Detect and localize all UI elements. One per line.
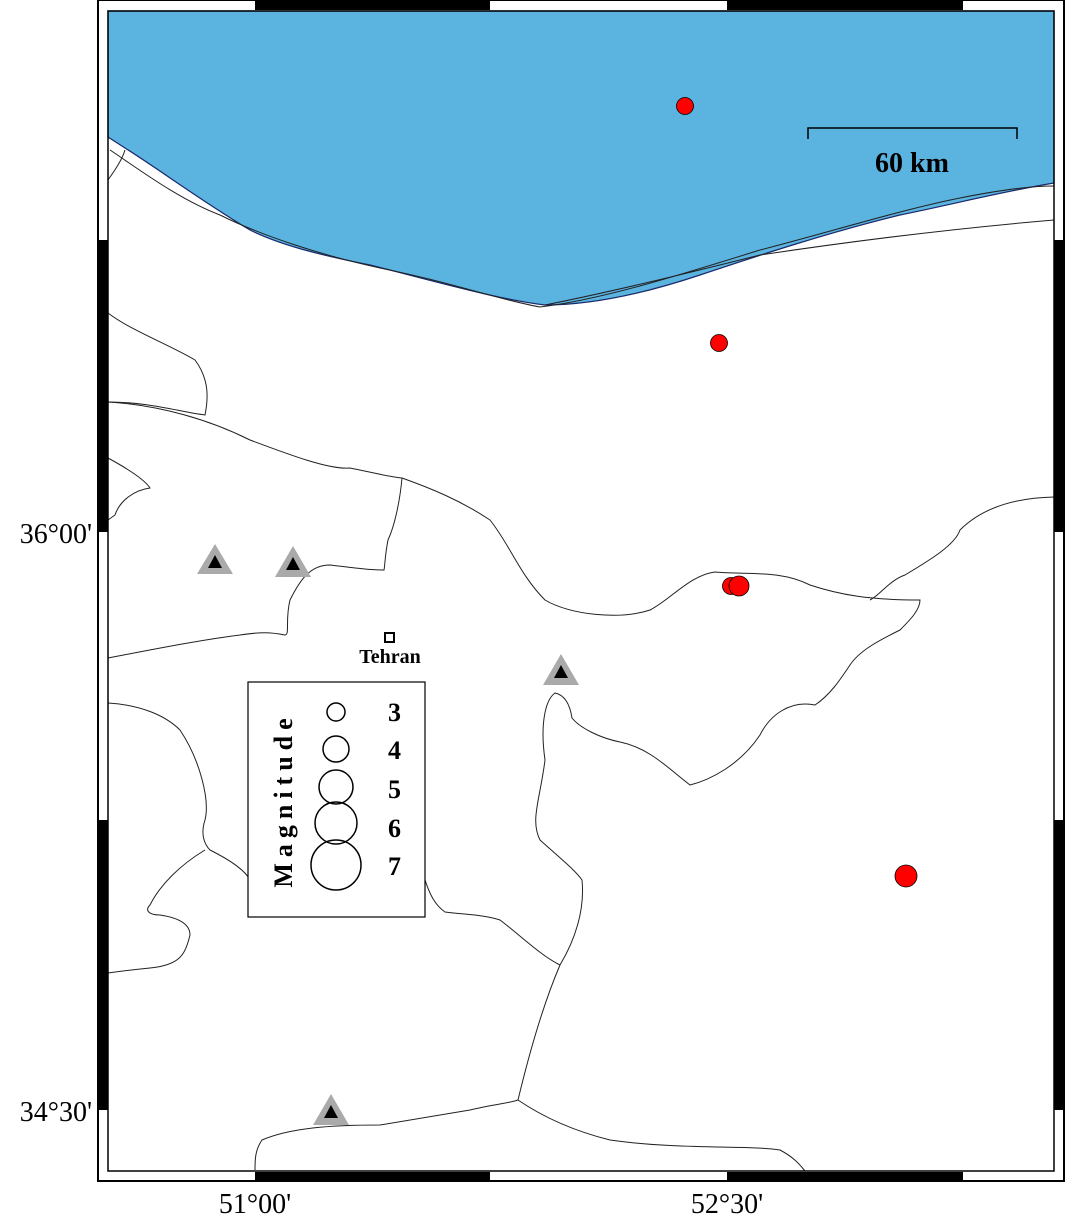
province-border <box>107 457 151 521</box>
map-frame <box>97 0 1065 1182</box>
station-triangle-station-icon <box>313 1094 349 1125</box>
coastline-line <box>109 149 1055 308</box>
frame-tick-right <box>1054 820 1063 1110</box>
station-triangle-station-icon <box>275 546 311 577</box>
event-red-circle-icon <box>676 97 694 115</box>
frame-tick-bottom <box>255 1172 490 1181</box>
coastline-line-2 <box>544 219 1055 306</box>
legend-label-4: 4 <box>388 736 401 765</box>
frame-tick-top <box>727 1 963 10</box>
city-label: Tehran <box>359 646 421 668</box>
province-border <box>107 849 206 974</box>
legend-circle-7 <box>310 839 362 891</box>
frame-tick-bottom <box>727 1172 963 1181</box>
station-triangle-station-icon <box>197 544 233 574</box>
scale-bar: 60 km <box>807 127 1018 179</box>
legend-label-5: 5 <box>388 775 401 804</box>
legend: Magnitude 3 4 5 6 7 <box>247 681 426 918</box>
y-tick-label: 34°30' <box>20 1097 92 1128</box>
coastline-line-3 <box>107 149 126 181</box>
scale-bar-label: 60 km <box>875 148 949 179</box>
square-city-icon <box>384 632 395 643</box>
legend-circle-3 <box>326 702 346 722</box>
legend-circle-4 <box>322 735 350 763</box>
province-border <box>107 702 251 881</box>
province-border <box>869 496 1055 601</box>
x-tick-label: 51°00' <box>219 1189 291 1220</box>
province-border <box>107 312 208 416</box>
city-marker: Tehran <box>359 632 421 668</box>
province-border <box>517 1099 806 1172</box>
map-inner-frame <box>107 10 1055 1172</box>
province-border <box>107 401 921 1171</box>
legend-label-7: 7 <box>388 852 401 881</box>
event-red-circle-icon <box>894 864 918 888</box>
station-triangle-station-icon <box>543 654 579 685</box>
legend-circle-6 <box>314 801 358 845</box>
y-tick-label: 36°00' <box>20 519 92 550</box>
frame-tick-left <box>99 820 108 1110</box>
event-red-circle-icon <box>710 334 728 352</box>
legend-label-6: 6 <box>388 814 401 843</box>
x-tick-label: 52°30' <box>691 1189 763 1220</box>
frame-tick-right <box>1054 240 1063 532</box>
legend-title: Magnitude <box>269 712 298 887</box>
legend-circle-5 <box>318 769 354 805</box>
legend-label-3: 3 <box>388 698 401 727</box>
frame-tick-left <box>99 240 108 532</box>
event-red-circle-icon <box>728 575 750 597</box>
province-border <box>424 879 561 966</box>
province-border <box>107 477 403 659</box>
frame-tick-top <box>255 1 490 10</box>
